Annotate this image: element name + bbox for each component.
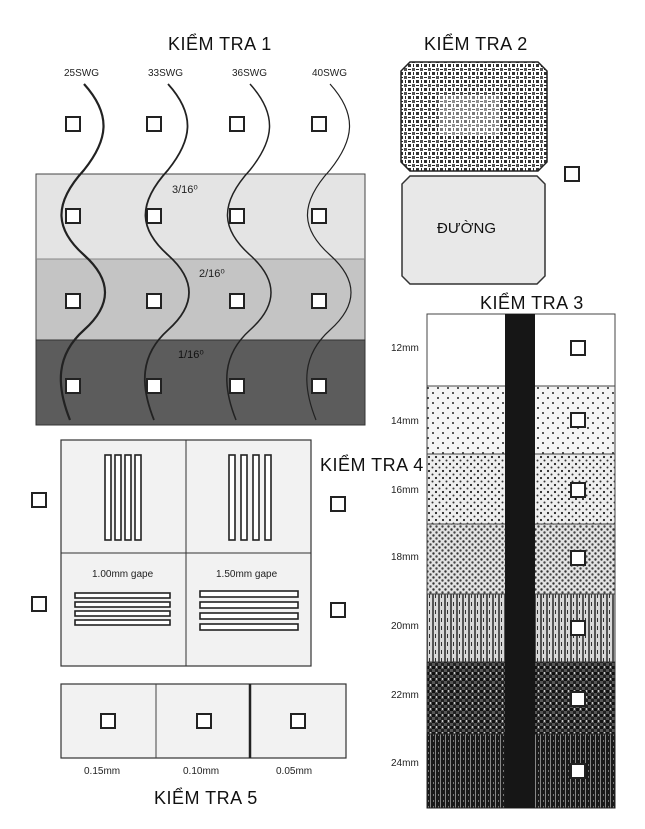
target-square: [65, 116, 81, 132]
target-square: [229, 208, 245, 224]
test3-dark-strip: [505, 314, 535, 808]
step-label-14mm: 14mm: [391, 416, 419, 427]
target-square: [100, 713, 116, 729]
step-label-16mm: 16mm: [391, 485, 419, 496]
target-square: [146, 116, 162, 132]
wire-33swg: [144, 83, 190, 421]
wire-label-25swg: 25SWG: [64, 68, 100, 79]
test4-panel: [60, 439, 312, 667]
gap-label-0-10: 0.10mm: [183, 766, 220, 777]
test3-panel: [426, 313, 616, 809]
test2-pattern-block: [400, 61, 548, 172]
test1-band-1: [35, 173, 366, 260]
target-square: [570, 763, 586, 779]
test2-title: KIỂM TRA 2: [424, 34, 528, 54]
target-square: [290, 713, 306, 729]
target-square: [229, 378, 245, 394]
target-square: [146, 293, 162, 309]
target-square: [311, 293, 327, 309]
step-label-12mm: 12mm: [391, 343, 419, 354]
test2-road-label: ĐƯỜNG: [437, 220, 497, 237]
step-label-18mm: 18mm: [391, 552, 419, 563]
step-label-22mm: 22mm: [391, 690, 419, 701]
gap-label-0-15: 0.15mm: [84, 766, 121, 777]
target-square: [330, 496, 346, 512]
test1-band-2: [35, 258, 366, 341]
step-label-24mm: 24mm: [391, 758, 419, 769]
wire-label-40swg: 40SWG: [312, 68, 348, 79]
wire-25swg: [59, 83, 106, 421]
target-square: [570, 691, 586, 707]
target-square: [31, 492, 47, 508]
gap-label-0-05: 0.05mm: [276, 766, 313, 777]
target-square: [570, 482, 586, 498]
target-square: [196, 713, 212, 729]
target-square: [229, 116, 245, 132]
target-square: [311, 208, 327, 224]
test5-title: KIỂM TRA 5: [154, 788, 258, 808]
band-label-1-16: 1/16⁰: [178, 349, 204, 361]
test2-road-block: [401, 175, 546, 285]
target-square: [229, 293, 245, 309]
target-square: [570, 412, 586, 428]
target-square: [570, 620, 586, 636]
target-square: [570, 340, 586, 356]
test1-panel: [35, 83, 366, 426]
wire-40swg: [306, 83, 352, 421]
target-square: [570, 550, 586, 566]
test1-title: KIỂM TRA 1: [168, 34, 272, 54]
test2-panel: [400, 61, 548, 285]
test4-title: KIỂM TRA 4: [320, 455, 424, 475]
target-square: [146, 208, 162, 224]
target-square: [311, 116, 327, 132]
target-square: [65, 293, 81, 309]
band-label-3-16: 3/16⁰: [172, 184, 198, 196]
gap-label-1-50: 1.50mm gape: [216, 569, 278, 580]
step-label-20mm: 20mm: [391, 621, 419, 632]
target-square: [65, 378, 81, 394]
band-label-2-16: 2/16⁰: [199, 268, 225, 280]
wire-label-36swg: 36SWG: [232, 68, 268, 79]
wire-label-33swg: 33SWG: [148, 68, 184, 79]
target-square: [330, 602, 346, 618]
wire-36swg: [226, 83, 272, 421]
target-square: [31, 596, 47, 612]
target-square: [564, 166, 580, 182]
target-square: [146, 378, 162, 394]
target-square: [311, 378, 327, 394]
test3-title: KIỂM TRA 3: [480, 293, 584, 313]
gap-label-1-00: 1.00mm gape: [92, 569, 154, 580]
target-square: [65, 208, 81, 224]
